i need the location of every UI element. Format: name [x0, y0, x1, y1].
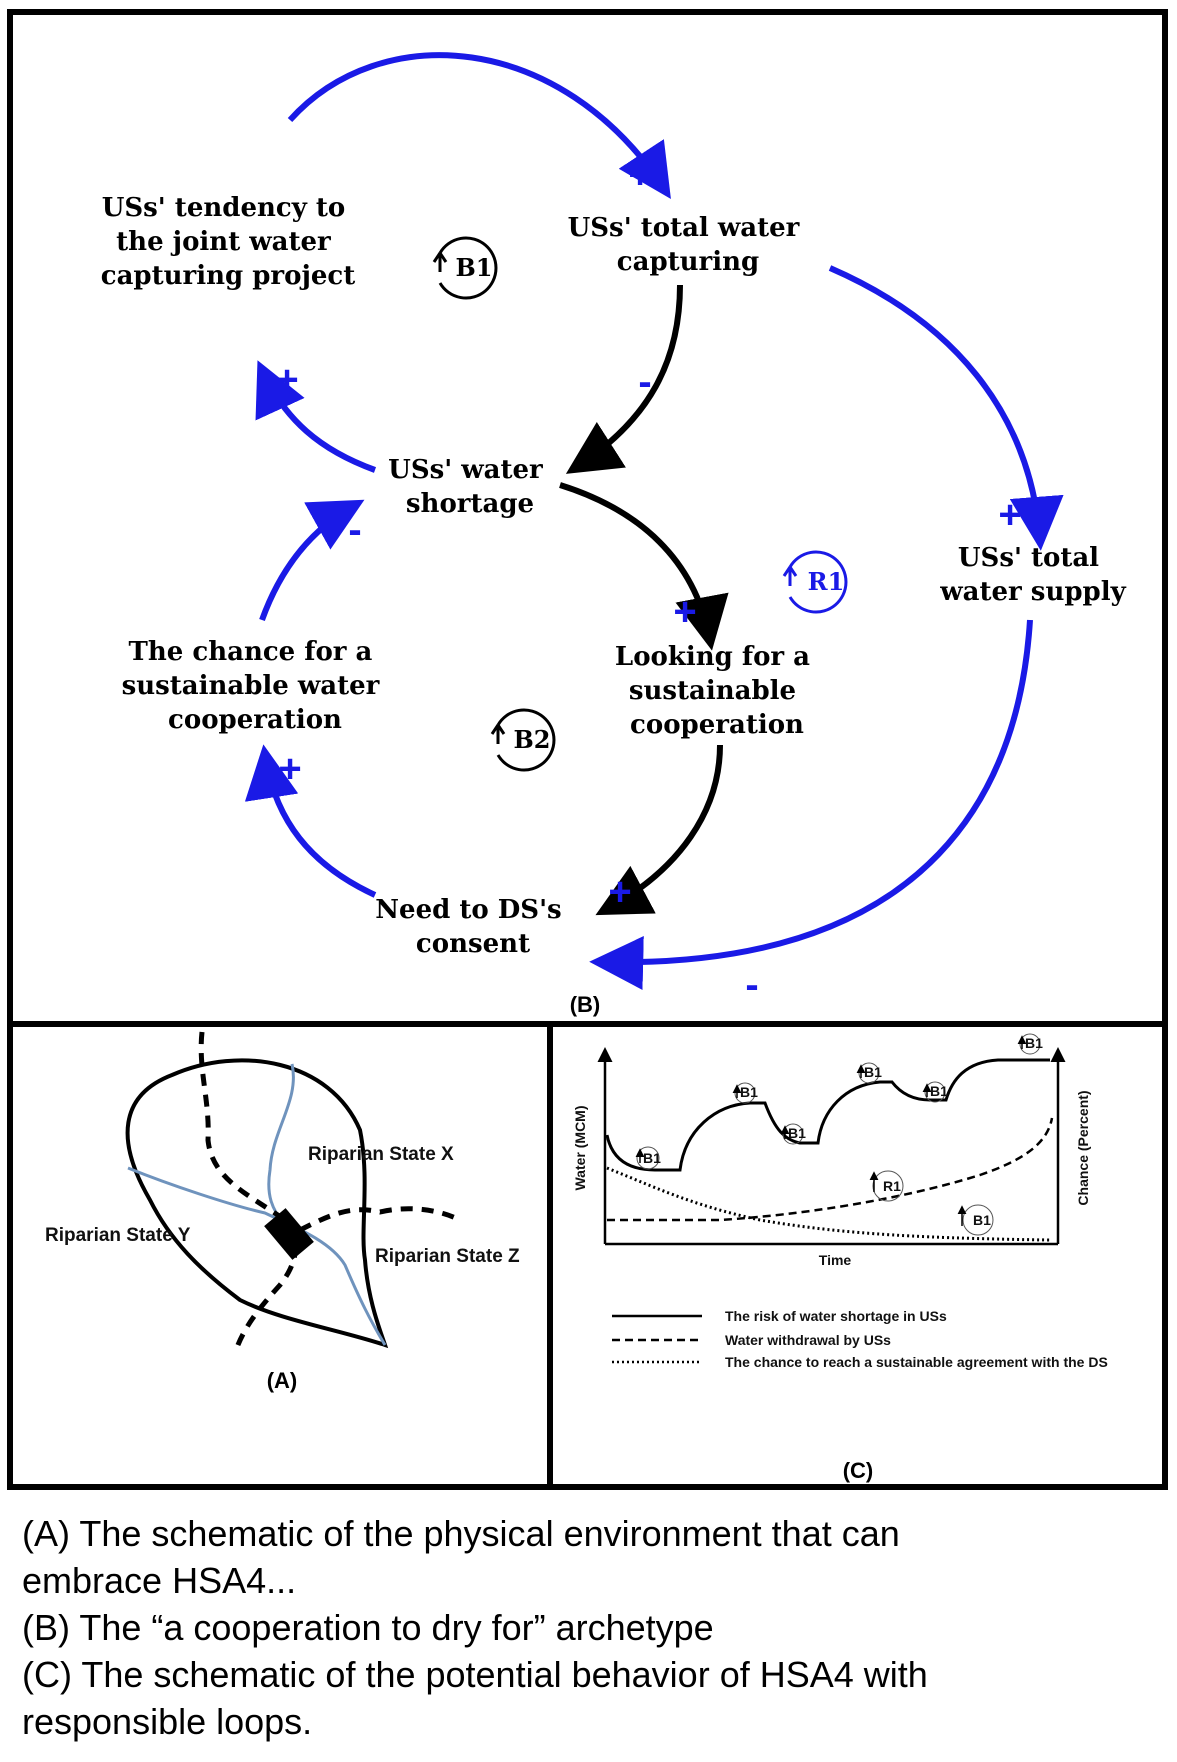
panel-c-frame [547, 1021, 1168, 1490]
caption-line-5: responsible loops. [22, 1701, 313, 1742]
sign-looking-to-need: + [608, 870, 631, 914]
svg-text:R1: R1 [883, 1178, 901, 1194]
svg-text:B1: B1 [930, 1083, 948, 1099]
panel-b-frame [7, 9, 1168, 1027]
link-tendency-to-capturing [287, 52, 671, 200]
line-risk-shortage [605, 1058, 1050, 1172]
border-xy [198, 1031, 299, 1351]
line-withdrawal [607, 1117, 1054, 1222]
sign-need-to-chance: + [278, 747, 301, 791]
sign-capturing-to-shortage: - [638, 360, 651, 404]
legend-dashed-text: Water withdrawal by USs [725, 1332, 891, 1348]
panel-c: Water (MCM) Chance (Percent) Time B1 B1 … [572, 1033, 1108, 1483]
svg-text:B1: B1 [643, 1150, 661, 1166]
panel-b-label: (B) [570, 992, 601, 1017]
caption-line-4: (C) The schematic of the potential behav… [22, 1654, 928, 1695]
state-z-label: Riparian State Z [375, 1246, 520, 1267]
svg-text:B1: B1 [788, 1125, 806, 1141]
node-need: Need to DS's consent [375, 895, 570, 959]
loop-r1: R1 [782, 550, 848, 614]
figure-caption: (A) The schematic of the physical enviro… [22, 1510, 1162, 1745]
sign-supply-to-need: - [745, 963, 758, 1007]
node-tendency: USs' tendency to the joint water capturi… [101, 193, 356, 291]
link-chance-to-shortage [259, 499, 365, 622]
loop-tag-6: B1 [1017, 1033, 1043, 1055]
sign-chance-to-shortage: - [348, 508, 361, 552]
panel-c-label: (C) [843, 1458, 874, 1483]
figure-diagram: + - + + - + + + - USs' tendency to the j… [7, 9, 1168, 1490]
loop-tag-r1: R1 [869, 1170, 904, 1202]
loop-tag-3: B1 [780, 1123, 806, 1145]
node-supply: USs' total water supply [939, 543, 1126, 607]
river-tributary [267, 1063, 295, 1226]
loop-r1-label: R1 [808, 567, 845, 596]
sign-capturing-to-supply: + [998, 493, 1021, 537]
x-axis-label: Time [819, 1252, 852, 1268]
link-shortage-to-tendency [255, 360, 377, 473]
loop-tag-b1-chance: B1 [957, 1204, 994, 1236]
link-looking-to-need [595, 744, 723, 916]
caption-line-1: (A) The schematic of the physical enviro… [22, 1513, 900, 1554]
sign-shortage-to-looking: + [673, 590, 696, 634]
loop-b2: B2 [490, 708, 556, 772]
loop-b2-label: B2 [514, 725, 551, 754]
svg-text:B1: B1 [1025, 1035, 1043, 1051]
state-y-label: Riparian State Y [45, 1225, 191, 1246]
link-shortage-to-looking [559, 482, 729, 651]
panel-b: + - + + - + + + - USs' tendency to the j… [101, 52, 1127, 1017]
panel-a: Riparian State X Riparian State Y Ripari… [45, 1031, 520, 1393]
svg-text:B1: B1 [740, 1084, 758, 1100]
legend-dotted-text: The chance to reach a sustainable agreem… [725, 1354, 1108, 1370]
loop-tag-4: B1 [856, 1062, 882, 1084]
link-capturing-to-supply [828, 265, 1064, 551]
loop-tag-5: B1 [922, 1081, 948, 1103]
panel-a-label: (A) [267, 1368, 298, 1393]
river-main [127, 1166, 387, 1346]
loop-tag-2: B1 [732, 1082, 758, 1104]
caption-line-2: embrace HSA4... [22, 1560, 297, 1601]
sign-tendency-to-capturing: + [628, 153, 651, 197]
y-left-label: Water (MCM) [572, 1105, 588, 1190]
loop-b1-label: B1 [456, 253, 493, 282]
caption-line-3: (B) The “a cooperation to dry for” arche… [22, 1607, 714, 1648]
node-chance: The chance for a sustainable water coope… [122, 637, 389, 735]
node-looking: Looking for a sustainable cooperation [615, 642, 819, 740]
state-x-label: Riparian State X [308, 1144, 454, 1165]
sign-shortage-to-tendency: + [275, 358, 298, 402]
line-chance-agreement [606, 1166, 1051, 1242]
svg-text:B1: B1 [864, 1064, 882, 1080]
svg-text:B1: B1 [973, 1212, 991, 1228]
y-right-label: Chance (Percent) [1075, 1090, 1091, 1205]
dam-block [264, 1208, 314, 1260]
node-capturing: USs' total water capturing [568, 213, 809, 277]
link-capturing-to-shortage [565, 284, 683, 474]
node-shortage: USs' water shortage [388, 455, 552, 519]
link-supply-to-need [589, 619, 1033, 990]
loop-tag-1: B1 [635, 1146, 661, 1170]
legend-solid-text: The risk of water shortage in USs [725, 1308, 947, 1324]
border-z [298, 1206, 462, 1233]
link-need-to-chance [244, 744, 377, 898]
loop-b1: B1 [432, 236, 498, 300]
